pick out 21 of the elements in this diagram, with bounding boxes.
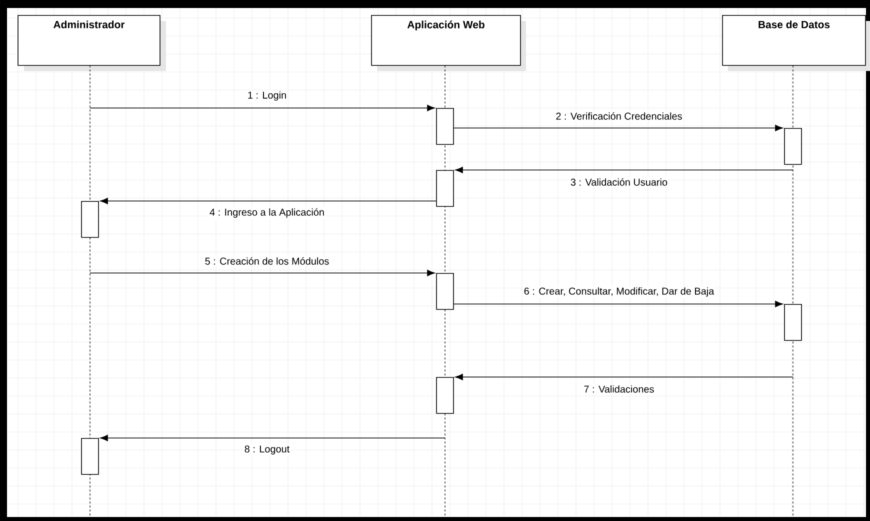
message-arrow bbox=[455, 166, 794, 174]
activation-bar bbox=[784, 128, 802, 165]
participant-box: Base de Datos bbox=[722, 15, 866, 66]
message-label: 6 : Crear, Consultar, Modificar, Dar de Baja bbox=[522, 286, 716, 298]
activation-bar bbox=[436, 170, 454, 207]
participant-box: Aplicación Web bbox=[371, 15, 521, 66]
participant-box: Administrador bbox=[18, 15, 160, 66]
activation-bar bbox=[436, 108, 454, 145]
message-arrow bbox=[454, 300, 783, 308]
message-arrow bbox=[90, 104, 435, 112]
activation-bar bbox=[81, 200, 99, 238]
activation-bar bbox=[784, 304, 802, 341]
message-label: 4 : Ingreso a la Aplicación bbox=[208, 207, 326, 219]
message-arrow bbox=[90, 270, 435, 276]
message-arrow bbox=[100, 434, 446, 442]
message-arrow bbox=[454, 124, 783, 132]
activation-bar bbox=[436, 273, 454, 310]
activation-bar bbox=[81, 438, 99, 475]
activation-bar bbox=[436, 377, 454, 414]
message-arrow bbox=[455, 374, 794, 380]
message-arrow bbox=[100, 198, 436, 204]
